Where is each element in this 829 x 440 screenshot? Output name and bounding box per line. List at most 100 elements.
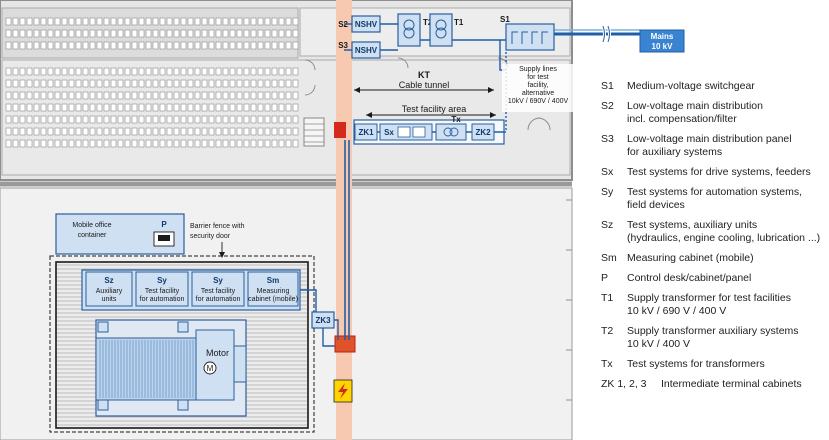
seat <box>180 29 187 38</box>
seat <box>75 79 82 88</box>
seat <box>166 127 173 136</box>
seat <box>131 103 138 112</box>
seat <box>5 29 12 38</box>
seat <box>33 79 40 88</box>
seat <box>264 115 271 124</box>
test-bench: Motor M <box>95 319 247 417</box>
seat <box>264 67 271 76</box>
seat <box>131 41 138 50</box>
seat <box>292 17 299 26</box>
red-connection-upper <box>334 122 346 138</box>
seat <box>229 115 236 124</box>
seat <box>26 79 33 88</box>
seat <box>250 41 257 50</box>
legend-description: Test systems for drive systems, feeders <box>627 166 827 179</box>
seat <box>271 41 278 50</box>
seat <box>285 29 292 38</box>
stairs <box>303 117 325 147</box>
seat <box>89 17 96 26</box>
supply-lines-text-2: for test <box>527 74 548 81</box>
seat <box>285 103 292 112</box>
seat <box>250 127 257 136</box>
seat <box>5 17 12 26</box>
seat <box>40 17 47 26</box>
sm-sub-1: Measuring <box>257 288 290 295</box>
seat <box>89 67 96 76</box>
sy-1-sub-1: Test facility <box>145 288 180 295</box>
seat <box>201 103 208 112</box>
legend-line: Medium-voltage switchgear <box>627 80 755 92</box>
seat <box>40 29 47 38</box>
seat <box>82 127 89 136</box>
seat <box>292 67 299 76</box>
mobile-office-container: Mobile office container P <box>55 213 185 255</box>
seat <box>103 29 110 38</box>
seat <box>47 139 54 148</box>
barrier-fence-text-1: Barrier fence with <box>190 223 245 230</box>
seat <box>292 139 299 148</box>
seat <box>12 139 19 148</box>
seat <box>103 103 110 112</box>
seat <box>110 115 117 124</box>
seat <box>47 41 54 50</box>
tx-label: Tx <box>451 115 461 124</box>
sy-label-2: Sy <box>213 276 223 285</box>
seat <box>47 127 54 136</box>
seat <box>159 67 166 76</box>
seat <box>103 91 110 100</box>
seat <box>54 29 61 38</box>
legend-key: Sy <box>601 186 614 198</box>
seat <box>47 91 54 100</box>
seat <box>82 29 89 38</box>
seat <box>271 127 278 136</box>
seat <box>61 91 68 100</box>
seat <box>292 29 299 38</box>
seat <box>159 115 166 124</box>
seat <box>271 91 278 100</box>
seat <box>264 127 271 136</box>
seat <box>68 103 75 112</box>
seat <box>110 41 117 50</box>
seat <box>173 91 180 100</box>
seat <box>89 29 96 38</box>
seat <box>19 79 26 88</box>
legend-description: Test systems for automation systems,fiel… <box>627 186 827 212</box>
sy-2-sub-1: Test facility <box>201 288 236 295</box>
seat <box>215 103 222 112</box>
test-facility-row: ZK1 Sx Tx ZK2 <box>353 115 506 145</box>
seat <box>5 41 12 50</box>
seat <box>180 79 187 88</box>
seat <box>47 29 54 38</box>
seat <box>215 115 222 124</box>
seat <box>173 139 180 148</box>
zk3-label: ZK3 <box>315 316 331 325</box>
seat <box>5 91 12 100</box>
seat <box>89 91 96 100</box>
seat <box>285 17 292 26</box>
seat <box>26 17 33 26</box>
seat <box>236 115 243 124</box>
seat <box>222 91 229 100</box>
seat <box>173 17 180 26</box>
seat <box>75 17 82 26</box>
cable-tunnel-marker: KT Cable tunnel <box>354 70 494 93</box>
seat <box>236 91 243 100</box>
sm-label: Sm <box>267 276 279 285</box>
seat <box>208 127 215 136</box>
seat <box>54 127 61 136</box>
seat <box>159 103 166 112</box>
legend-line: for auxiliary systems <box>627 146 723 158</box>
seat <box>152 139 159 148</box>
seat <box>96 29 103 38</box>
seat <box>194 115 201 124</box>
seat <box>61 29 68 38</box>
seat <box>145 67 152 76</box>
seat <box>82 79 89 88</box>
seat <box>61 17 68 26</box>
seat <box>243 115 250 124</box>
